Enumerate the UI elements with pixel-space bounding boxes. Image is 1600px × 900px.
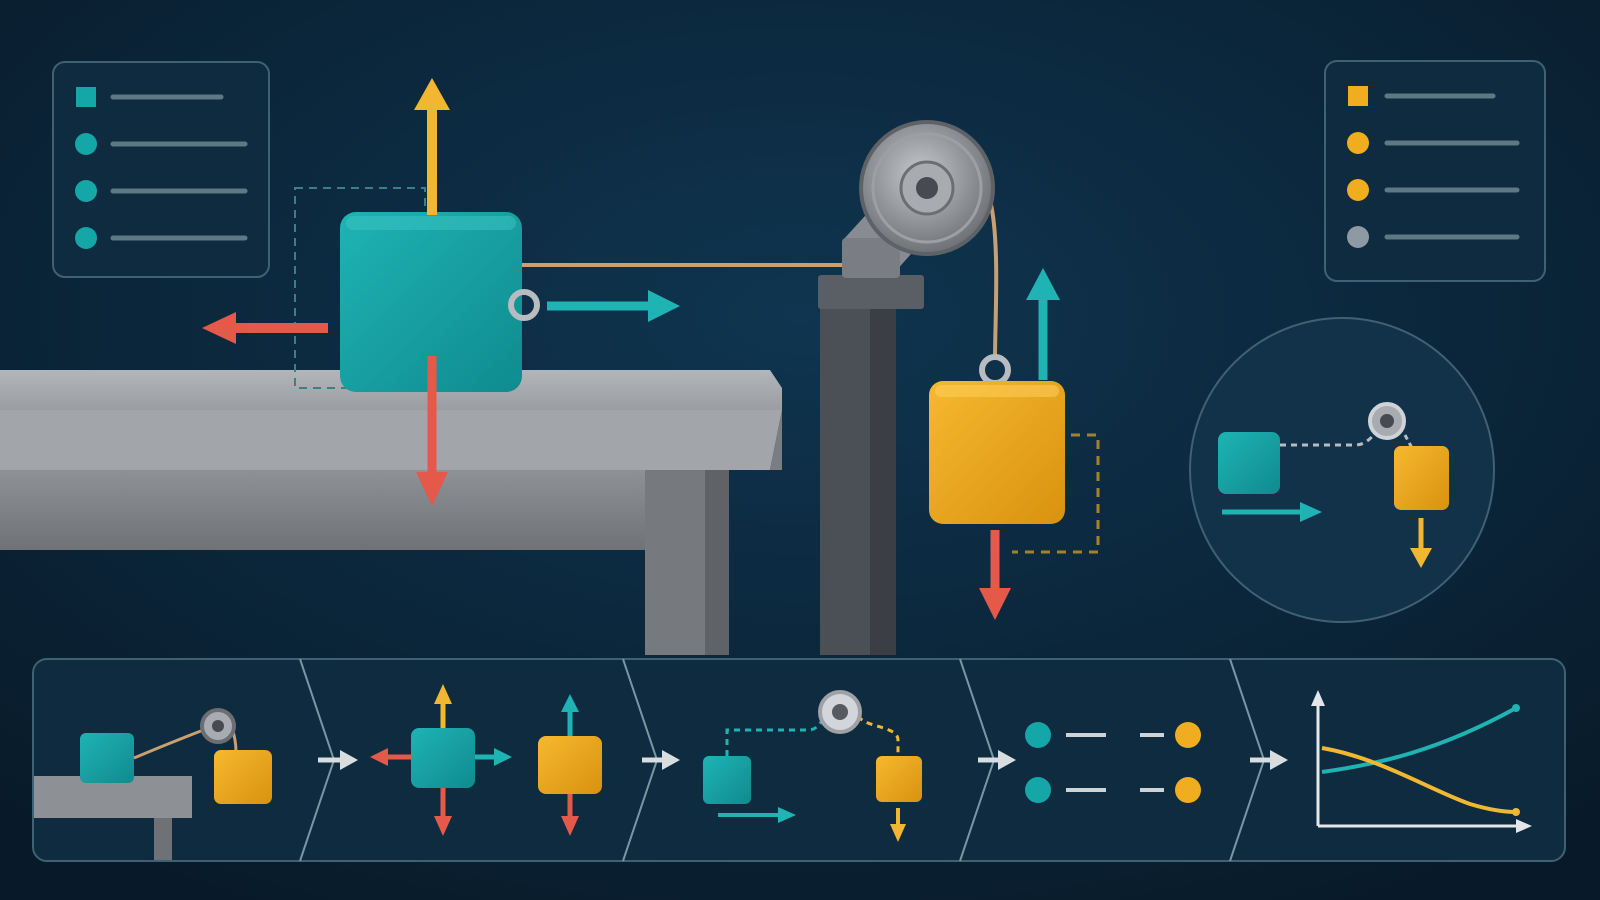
- friction-arrow-head: [202, 312, 236, 344]
- table: [0, 370, 782, 655]
- fbd-teal-block: [411, 728, 475, 788]
- graph-x-axis-arrow: [1516, 819, 1532, 833]
- mini-pulley-axle: [212, 720, 224, 732]
- square-marker-icon: [76, 87, 96, 107]
- inset-teal-block: [1218, 432, 1280, 494]
- circle-marker-icon: [1025, 722, 1051, 748]
- square-marker-icon: [1348, 86, 1368, 106]
- gold-block-body: [929, 381, 1065, 524]
- fbd-gold-up-arrow-head: [561, 694, 579, 712]
- normal-force-arrow-head: [414, 78, 450, 110]
- pipeline-frame: [32, 658, 1566, 862]
- stand-post-shade: [870, 305, 896, 655]
- teal-weight-arrow-head: [416, 472, 448, 506]
- teal-block-hook: [508, 289, 540, 321]
- rope-vertical: [988, 199, 999, 359]
- teal-block-body: [340, 212, 522, 392]
- pulley-stand: [818, 275, 924, 655]
- circle-marker-icon: [75, 180, 97, 202]
- circle-marker-icon: [75, 227, 97, 249]
- table-apron: [0, 470, 728, 550]
- pipeline-step-connected-system: [703, 690, 922, 842]
- circle-marker-icon: [1175, 777, 1201, 803]
- table-leg-shade: [705, 470, 729, 655]
- gold-block: [929, 354, 1065, 524]
- pipeline-step-equation-pairs: [1025, 722, 1201, 803]
- gold-block-ghost-outline: [1012, 433, 1100, 554]
- teal-block: [340, 212, 540, 392]
- inset-rope-dashed: [1280, 423, 1386, 447]
- pulley-wheel-icon: [842, 120, 995, 278]
- graph-y-axis-arrow: [1311, 690, 1325, 706]
- gold-weight-arrow-head: [979, 588, 1011, 620]
- fbd-teal-down-arrow-head: [434, 816, 452, 836]
- table-front: [0, 410, 782, 470]
- chevron-right-arrow-icon: [1250, 750, 1288, 770]
- graph-gold-curve-end: [1512, 808, 1520, 816]
- pulley-groove: [871, 132, 983, 244]
- inset-gold-motion-arrow-head: [1410, 548, 1432, 568]
- legend-panel-left-frame: [52, 61, 270, 278]
- sys-gold-motion-arrow-head: [890, 824, 906, 842]
- force-arrows-main: [202, 78, 1060, 620]
- pipeline-strip: [32, 658, 1566, 862]
- teal-tension-arrow-head: [648, 290, 680, 322]
- chevron-right-arrow-icon: [978, 750, 1016, 770]
- fbd-gold-block: [538, 736, 602, 794]
- circle-marker-icon: [1347, 226, 1369, 248]
- fbd-teal-up-arrow-head: [434, 684, 452, 704]
- gold-tension-arrow-head: [1026, 268, 1060, 300]
- stand-cap: [818, 275, 924, 309]
- chevron-right-arrow-icon: [318, 750, 358, 770]
- circle-marker-icon: [1347, 179, 1369, 201]
- graph-teal-curve-end: [1512, 704, 1520, 712]
- graph-gold-curve: [1321, 746, 1517, 814]
- inset-teal-motion-arrow-head: [1300, 502, 1322, 522]
- inset-circle-frame: [1189, 317, 1495, 623]
- inset-gold-block: [1394, 446, 1449, 510]
- pulley-axle: [916, 177, 938, 199]
- chevron-right-arrow-icon: [642, 750, 680, 770]
- fbd-teal-right-arrow-head: [494, 748, 512, 766]
- pipeline-step-free-body-diagrams: [370, 684, 602, 836]
- system-inset-circle: [1189, 317, 1495, 623]
- legend-panel-left: [52, 61, 270, 278]
- sys-gold-block: [876, 756, 922, 802]
- sys-teal-block: [703, 756, 751, 804]
- gold-block-highlight: [935, 385, 1059, 397]
- circle-marker-icon: [1347, 132, 1369, 154]
- inset-rope-vertical-dashed: [1403, 434, 1414, 449]
- legend-panel-right: [1324, 60, 1546, 282]
- mini-gold-block: [214, 750, 272, 804]
- legend-panel-right-frame: [1324, 60, 1546, 282]
- line-graph-icon: [1311, 690, 1532, 833]
- fbd-teal-left-arrow-head: [370, 748, 388, 766]
- fbd-gold-down-arrow-head: [561, 816, 579, 836]
- circle-marker-icon: [1175, 722, 1201, 748]
- graph-teal-curve: [1321, 706, 1517, 774]
- sys-rope-dashed-gold: [856, 714, 900, 756]
- sys-teal-motion-arrow-head: [778, 807, 796, 823]
- table-side: [770, 410, 782, 470]
- inset-pulley-axle: [1380, 414, 1394, 428]
- mini-table-leg: [154, 818, 172, 860]
- teal-block-highlight: [346, 216, 516, 230]
- circle-marker-icon: [75, 133, 97, 155]
- pulley-bracket-base: [842, 238, 900, 278]
- sys-pulley-axle: [832, 704, 848, 720]
- circle-marker-icon: [1025, 777, 1051, 803]
- mini-teal-block: [80, 733, 134, 783]
- pipeline-step-setup: [34, 708, 272, 860]
